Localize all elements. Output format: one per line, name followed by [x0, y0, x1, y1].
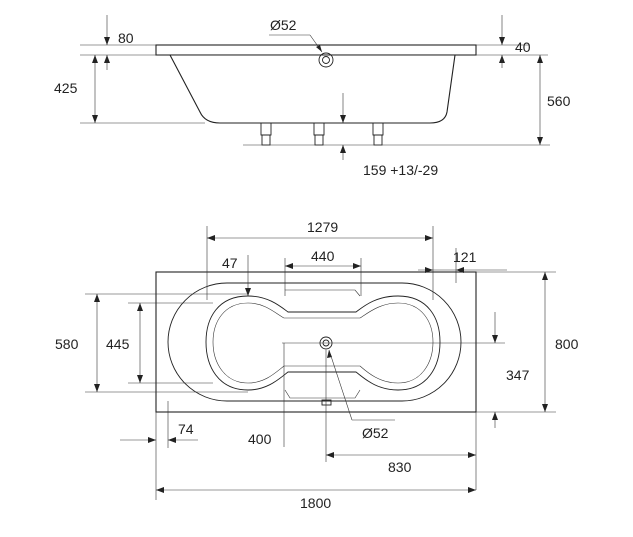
- dim-total-height: 560: [547, 93, 571, 109]
- tub-stadium-outline: [167, 282, 462, 402]
- dim-outer-width-inner: 580: [55, 336, 79, 352]
- side-view: 80 425 Ø52 40 560 159 +13/-29: [54, 15, 571, 178]
- drain-fitting-icon: [318, 52, 334, 68]
- tub-body: [169, 54, 456, 124]
- dim-total-width: 800: [555, 336, 579, 352]
- dim-inner-width: 445: [106, 336, 130, 352]
- dim-drain-offset-x-left: 400: [248, 431, 272, 447]
- dim-inner-length: 1279: [307, 219, 338, 235]
- dim-drain-side: Ø52: [270, 17, 297, 33]
- tub-outer-rim: [155, 271, 477, 413]
- dim-drain-offset-x-right: 830: [388, 459, 412, 475]
- dim-body-height: 425: [54, 80, 78, 96]
- dim-rim-right: 40: [515, 39, 531, 55]
- dim-right-offset: 121: [453, 249, 477, 265]
- tub-legs: [260, 122, 384, 146]
- dim-left-offset: 47: [222, 255, 238, 271]
- top-view: 1279 440 47 121 580 445: [55, 219, 579, 511]
- dim-total-length: 1800: [300, 495, 331, 511]
- dim-drain-top: Ø52: [362, 425, 389, 441]
- tub-inner-basin: [205, 295, 441, 391]
- dim-armrest-length: 440: [311, 248, 335, 264]
- dim-side-margin: 74: [178, 421, 194, 437]
- tub-rim: [155, 44, 477, 56]
- dim-drain-offset-y: 347: [506, 367, 530, 383]
- dim-leg-adjust: 159 +13/-29: [363, 162, 438, 178]
- dim-rim-height: 80: [118, 30, 134, 46]
